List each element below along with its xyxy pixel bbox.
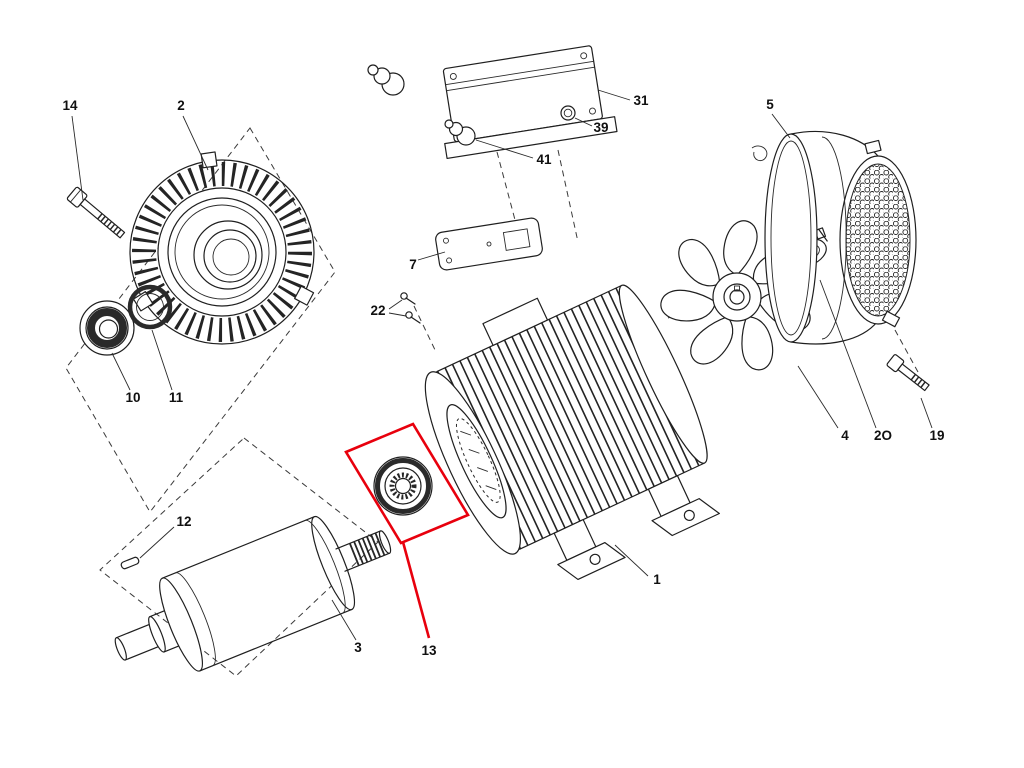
part-label-2: 2 bbox=[177, 98, 185, 113]
highlight-box-13 bbox=[344, 422, 470, 639]
part-labels: 14 2 10 11 12 3 13 22 7 31 39 41 1 4 2O … bbox=[62, 93, 944, 658]
snap-ring-11-part bbox=[127, 284, 173, 330]
part-label-14: 14 bbox=[62, 98, 78, 113]
cover-plate-7-part bbox=[435, 217, 543, 271]
part-label-3: 3 bbox=[354, 640, 362, 655]
end-shield-part bbox=[129, 151, 315, 345]
screw-14-part bbox=[66, 186, 126, 239]
fan-part bbox=[657, 220, 815, 376]
key-12-part bbox=[120, 556, 140, 570]
screws-22-part bbox=[400, 292, 421, 324]
part-label-39: 39 bbox=[593, 120, 608, 135]
part-label-1: 1 bbox=[653, 572, 661, 587]
part-label-19: 19 bbox=[929, 428, 944, 443]
part-label-13: 13 bbox=[421, 643, 437, 658]
part-label-7: 7 bbox=[409, 257, 417, 272]
part-label-12: 12 bbox=[176, 514, 191, 529]
motor-frame-part bbox=[424, 284, 720, 581]
part-label-4: 4 bbox=[841, 428, 849, 443]
rotor-part bbox=[114, 515, 392, 672]
part-label-31: 31 bbox=[633, 93, 649, 108]
part-label-11: 11 bbox=[169, 390, 184, 405]
bearing-10-part bbox=[79, 300, 135, 356]
leader-lines bbox=[71, 89, 933, 641]
cable-gland-41-part bbox=[444, 119, 476, 146]
fan-cowl-part bbox=[751, 130, 917, 345]
part-label-22: 22 bbox=[370, 303, 385, 318]
plug-39-part bbox=[560, 105, 576, 121]
part-label-20: 2O bbox=[874, 428, 892, 443]
part-label-5: 5 bbox=[766, 97, 774, 112]
part-label-41: 41 bbox=[536, 152, 552, 167]
part-label-10: 10 bbox=[125, 390, 140, 405]
cable-gland-part bbox=[367, 64, 405, 96]
screw-19-part bbox=[886, 354, 930, 392]
bearing-13-part bbox=[373, 456, 433, 516]
